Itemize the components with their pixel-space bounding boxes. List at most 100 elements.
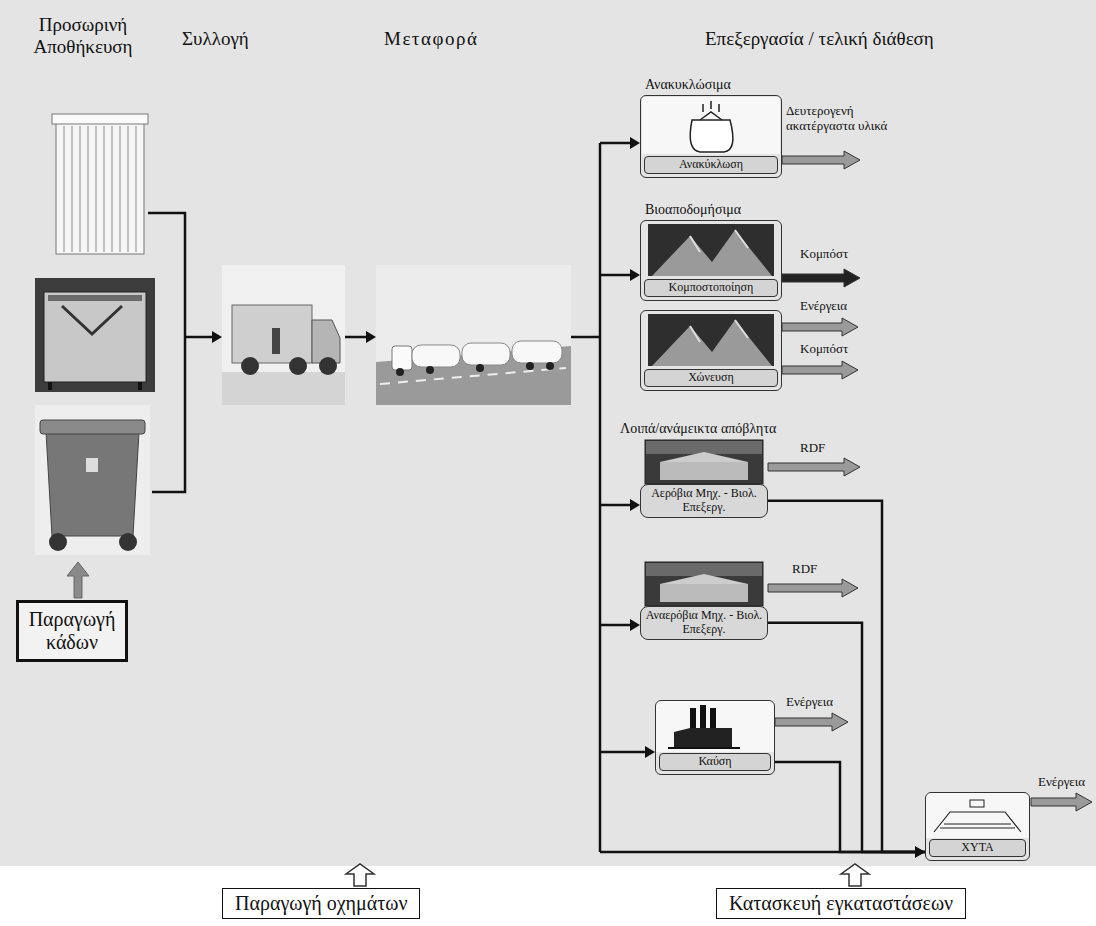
output-arrow [782, 269, 860, 287]
transport-truck-photo [426, 366, 434, 374]
transport-truck-photo [526, 362, 534, 370]
box-label: Κατασκευή εγκαταστάσεων [729, 892, 953, 915]
aerobic-plant-picture [645, 440, 763, 484]
output-label: Ενέργεια [786, 695, 833, 710]
output-arrow [782, 361, 858, 379]
process-label: Καύση [659, 753, 771, 771]
transport-truck-photo [376, 265, 571, 405]
picture-area [640, 440, 768, 484]
supply-box: Κατασκευή εγκαταστάσεων [716, 888, 966, 919]
bin-bracket-arrow [148, 213, 222, 492]
bin-wheelie [86, 458, 98, 472]
group-heading: Ανακυκλώσιμα [645, 77, 731, 93]
distribution-lines [630, 499, 640, 511]
bin-white [64, 126, 136, 252]
box-label: Παραγωγή οχημάτων [235, 892, 407, 915]
process-label: Αερόβια Μηχ. - Βιολ. Επεξεργ. [640, 484, 768, 518]
bin-wheelie [40, 420, 145, 434]
connector [768, 501, 925, 852]
picture-area [641, 96, 781, 156]
transport-truck-photo [546, 362, 554, 370]
recycling-picture [642, 97, 780, 154]
bin-container [35, 278, 155, 392]
group-heading: Λοιπά/ανάμεικτα απόβλητα [620, 421, 776, 437]
picture-area [656, 701, 774, 753]
picture-area [926, 793, 1029, 839]
bin-bracket-arrow [148, 213, 212, 492]
output-label: RDF [792, 562, 817, 577]
output-label: RDF [800, 441, 825, 456]
output-arrow [768, 458, 860, 476]
collection-truck-photo [241, 357, 259, 375]
compost-picture [648, 224, 774, 276]
anaerobic-plant-picture [660, 584, 748, 602]
column-heading: Επεξεργασία / τελική διάθεση [705, 28, 934, 50]
supply-arrow [67, 562, 869, 886]
distribution-lines [571, 143, 915, 852]
output-label: Ενέργεια [1038, 775, 1085, 790]
picture-area [640, 562, 768, 606]
flow-arrow [366, 331, 376, 343]
treatment-box: ΑνακυκλώσιμαΑνακύκλωση [640, 95, 782, 178]
bin-white [56, 122, 144, 254]
bin-wheelie [35, 405, 150, 555]
incinerator-picture [656, 701, 774, 752]
incinerator-picture [668, 747, 740, 749]
landfill-picture [970, 800, 984, 807]
output-arrow [782, 151, 860, 169]
transport-truck-photo [396, 368, 404, 376]
landfill-picture [926, 793, 1029, 838]
source-box: Παραγωγή κάδων [16, 600, 128, 662]
output-label: Κομπόστ [800, 342, 848, 357]
compost-picture [690, 230, 748, 252]
column-heading: Προσωρινή Αποθήκευση [18, 14, 148, 58]
bin-container [35, 278, 155, 392]
bin-wheelie [119, 533, 137, 551]
connector [768, 623, 925, 852]
bin-wheelie [35, 405, 150, 555]
output-arrow [782, 318, 858, 336]
digestion-picture [648, 314, 774, 366]
bin-container [50, 382, 140, 390]
anaerobic-plant-picture [645, 562, 763, 606]
anaerobic-plant-picture [660, 574, 748, 584]
distribution-lines [645, 746, 655, 758]
column-heading: Συλλογή [182, 28, 249, 50]
output-label: Ενέργεια [800, 299, 847, 314]
output-arrow [768, 151, 1092, 811]
aerobic-plant-picture [660, 462, 748, 480]
compost-picture [648, 224, 774, 276]
picture-area [641, 221, 781, 279]
incinerator-picture [656, 701, 774, 752]
anaerobic-plant-picture [645, 562, 763, 606]
background-panel [0, 0, 1096, 866]
incinerator-picture [690, 708, 696, 730]
recycling-picture [690, 120, 733, 152]
output-arrow [768, 579, 858, 597]
transport-truck-photo [412, 345, 460, 367]
bin-white [52, 114, 148, 254]
digestion-picture [690, 320, 748, 342]
process-label: Αναερόβια Μηχ. - Βιολ. Επεξεργ. [640, 606, 768, 640]
output-arrow [775, 713, 848, 731]
collection-truck-photo [222, 265, 345, 405]
transport-truck-photo [376, 265, 571, 405]
treatment-box: Αναερόβια Μηχ. - Βιολ. Επεξεργ. [640, 562, 768, 640]
process-label: Χώνευση [644, 369, 778, 387]
recycling-picture [642, 97, 780, 154]
compost-picture [652, 230, 772, 276]
collection-truck-photo [232, 305, 312, 363]
treatment-box: Λοιπά/ανάμεικτα απόβληταΑερόβια Μηχ. - Β… [640, 440, 768, 518]
supply-arrow [841, 864, 869, 886]
process-label: Ανακύκλωση [644, 156, 778, 174]
digestion-picture [648, 314, 774, 366]
bin-bracket-arrow [212, 331, 222, 343]
bin-container [44, 292, 146, 382]
output-arrow [1031, 793, 1092, 811]
output-label: Δευτερογενή ακατέργαστα υλικά [786, 104, 914, 134]
bin-container [62, 306, 122, 334]
distribution-lines [630, 619, 640, 631]
treatment-box: ΒιοαποδομήσιμαΚομποστοποίηση [640, 220, 782, 301]
